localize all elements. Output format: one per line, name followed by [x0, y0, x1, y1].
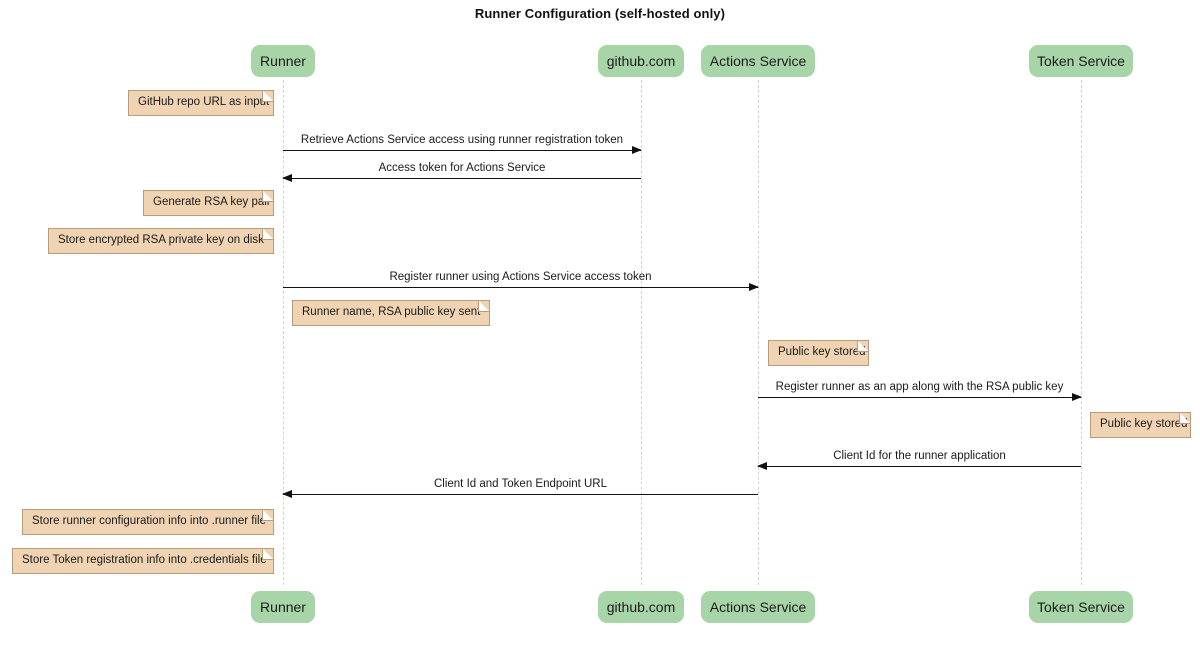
message-arrow-msg-3[interactable] [283, 283, 759, 291]
arrowhead-icon [282, 174, 292, 182]
note-text: Runner name, RSA public key sent [302, 306, 481, 319]
message-label-msg-2: Access token for Actions Service [378, 162, 546, 174]
note-text: Store Token registration info into .cred… [22, 554, 267, 567]
message-label-msg-3: Register runner using Actions Service ac… [389, 271, 652, 283]
note-note-7[interactable]: Store runner configuration info into .ru… [22, 509, 274, 535]
note-note-4[interactable]: Runner name, RSA public key sent [292, 300, 490, 326]
message-label-msg-6: Client Id and Token Endpoint URL [433, 478, 608, 490]
participant-label: Actions Service [709, 599, 807, 615]
lifeline-runner [283, 80, 284, 585]
note-note-1[interactable]: GitHub repo URL as input [128, 90, 274, 116]
participant-token-bottom[interactable]: Token Service [1029, 591, 1133, 623]
participant-token-top[interactable]: Token Service [1029, 45, 1133, 77]
participant-github-bottom[interactable]: github.com [598, 591, 684, 623]
arrowhead-icon [282, 490, 292, 498]
participant-label: github.com [606, 599, 676, 615]
note-text: Public key stored [778, 346, 866, 359]
note-text: Public key stored [1100, 418, 1188, 431]
message-label-msg-1: Retrieve Actions Service access using ru… [300, 134, 624, 146]
note-note-6[interactable]: Public key stored [1090, 412, 1191, 438]
arrowhead-icon [632, 146, 642, 154]
note-note-2[interactable]: Generate RSA key pair [143, 190, 274, 216]
arrowhead-icon [757, 462, 767, 470]
message-arrow-msg-1[interactable] [283, 146, 642, 154]
note-text: Store runner configuration info into .ru… [32, 515, 266, 528]
message-arrow-msg-4[interactable] [758, 393, 1082, 401]
participant-label: Token Service [1037, 599, 1125, 615]
lifeline-actions [758, 80, 759, 585]
participant-label: Runner [260, 599, 306, 615]
participant-actions-top[interactable]: Actions Service [701, 45, 815, 77]
message-arrow-msg-5[interactable] [757, 462, 1081, 470]
participant-actions-bottom[interactable]: Actions Service [701, 591, 815, 623]
arrowhead-icon [1072, 393, 1082, 401]
lifeline-token [1081, 80, 1082, 585]
message-label-msg-4: Register runner as an app along with the… [775, 381, 1064, 393]
note-note-5[interactable]: Public key stored [768, 340, 869, 366]
participant-label: Token Service [1037, 53, 1125, 69]
lifeline-github [641, 80, 642, 585]
arrowhead-icon [749, 283, 759, 291]
note-text: GitHub repo URL as input [138, 96, 270, 109]
message-arrow-msg-2[interactable] [282, 174, 641, 182]
note-note-8[interactable]: Store Token registration info into .cred… [12, 548, 274, 574]
participant-label: github.com [606, 53, 676, 69]
page-title: Runner Configuration (self-hosted only) [474, 6, 726, 21]
note-note-3[interactable]: Store encrypted RSA private key on disk [48, 228, 274, 254]
participant-runner-bottom[interactable]: Runner [251, 591, 315, 623]
participant-github-top[interactable]: github.com [598, 45, 684, 77]
participant-runner-top[interactable]: Runner [251, 45, 315, 77]
message-arrow-msg-6[interactable] [282, 490, 758, 498]
message-label-msg-5: Client Id for the runner application [833, 450, 1006, 462]
participant-label: Runner [260, 53, 306, 69]
participant-label: Actions Service [709, 53, 807, 69]
note-text: Store encrypted RSA private key on disk [58, 234, 264, 247]
note-text: Generate RSA key pair [153, 196, 271, 209]
